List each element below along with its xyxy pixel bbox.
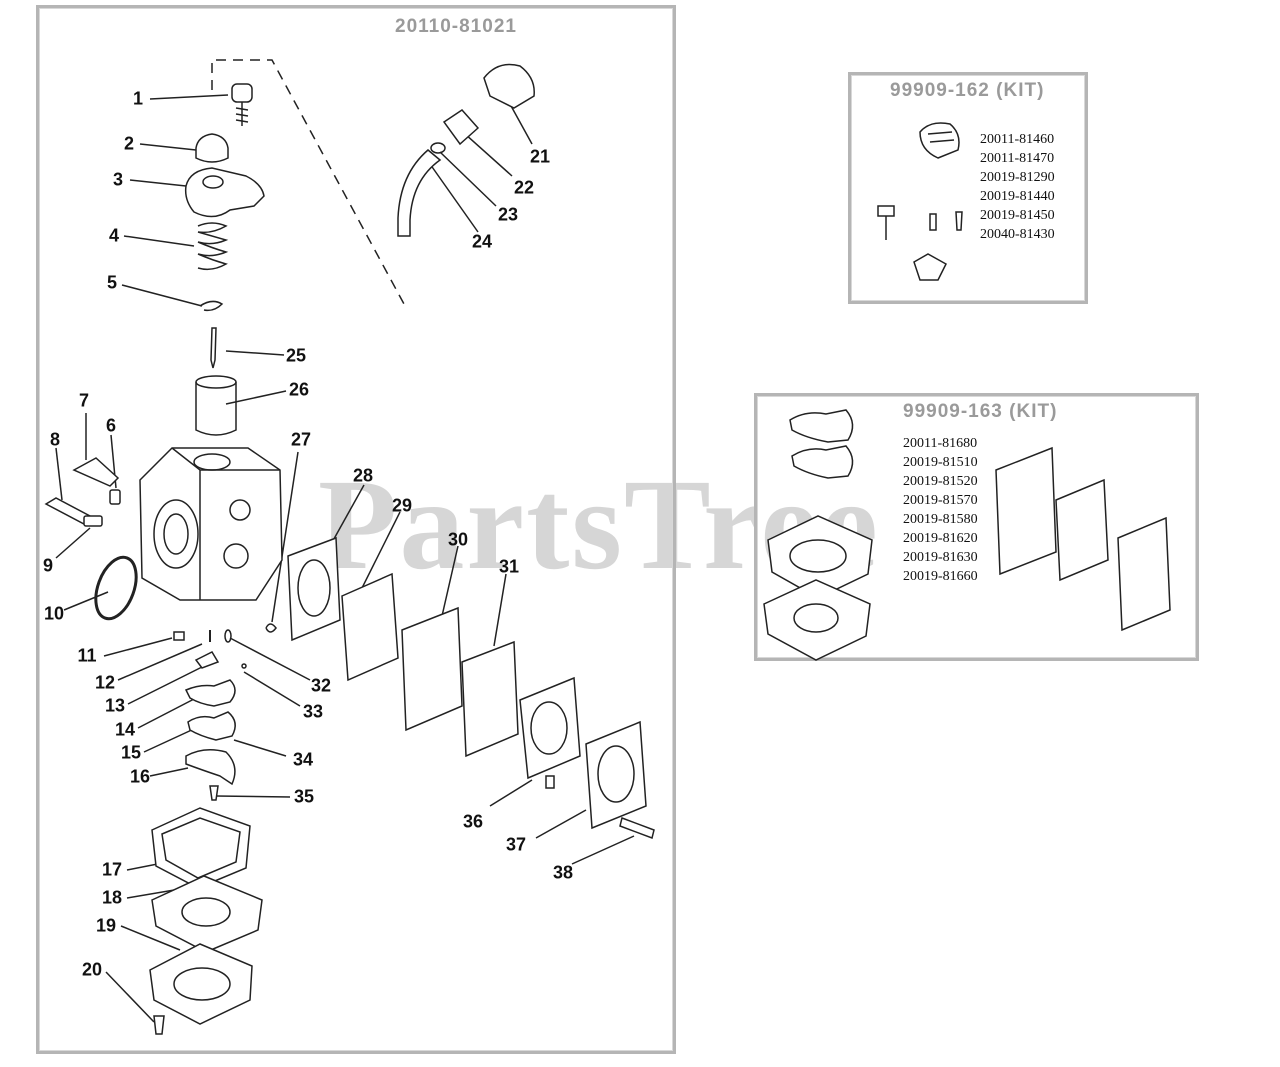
callout-26: 26 [288,379,310,400]
kit-162-part: 20040-81430 [980,227,1055,242]
kit-163-part: 20019-81660 [903,569,978,584]
callout-7: 7 [78,390,90,411]
callout-5: 5 [106,272,118,293]
callout-32: 32 [310,675,332,696]
callout-10: 10 [43,603,65,624]
kit-163-part: 20019-81630 [903,550,978,565]
callout-38: 38 [552,862,574,883]
kit-163-part: 20019-81510 [903,455,978,470]
carburetor-body-icon [139,447,283,601]
e-clip-icon [199,300,224,312]
kit-162-part: 20019-81440 [980,189,1055,204]
kit-163-title: 99909-163 (KIT) [903,401,1058,422]
callout-14: 14 [114,719,136,740]
callout-37: 37 [505,834,527,855]
cover-diaphragm-icon [149,943,253,1025]
metering-gasket-icon [461,640,519,758]
spring-icon [197,222,229,271]
callout-34: 34 [292,749,314,770]
callout-8: 8 [49,429,61,450]
callout-25: 25 [285,345,307,366]
callout-16: 16 [129,766,151,787]
callout-36: 36 [462,811,484,832]
callout-9: 9 [42,555,54,576]
screw-icon [231,83,253,126]
callout-1: 1 [132,88,144,109]
idle-adjust-screw-icon [72,457,120,487]
kit-163-part: 20019-81620 [903,531,978,546]
callout-29: 29 [391,495,413,516]
callout-27: 27 [290,429,312,450]
throttle-barrel-icon [195,375,237,436]
kit-162-part: 20019-81450 [980,208,1055,223]
callout-22: 22 [513,177,535,198]
kit-163-part: 20019-81580 [903,512,978,527]
callout-31: 31 [498,556,520,577]
screw-icon [209,785,219,801]
metering-lever-icon [194,651,220,669]
hose-fitting-icon [430,142,446,154]
small-spring-icon [109,489,121,505]
kit-163-part: 20019-81520 [903,474,978,489]
kit-163-frame [754,393,1199,661]
callout-23: 23 [497,204,519,225]
callout-24: 24 [471,231,493,252]
pump-cover-icon [585,720,647,830]
needle-valve-icon [224,629,232,643]
callout-12: 12 [94,672,116,693]
diaphragm-icon [151,875,263,953]
kit-163-components [763,409,1171,661]
callout-4: 4 [108,225,120,246]
screw-icon [619,817,655,839]
fuel-hose-icon [397,149,442,237]
filter-element-icon [442,109,480,146]
callout-35: 35 [293,786,315,807]
check-valve-plate-icon [184,679,236,707]
callout-30: 30 [447,529,469,550]
callout-28: 28 [352,465,374,486]
callout-33: 33 [302,701,324,722]
fuel-pump-plate-icon [185,749,236,786]
callout-20: 20 [81,959,103,980]
callout-11: 11 [77,645,97,666]
main-assembly-part-number: 20110-81021 [395,16,517,37]
gasket-icon [341,572,399,682]
fuel-filter-icon [483,63,535,109]
pump-body-icon [519,676,581,789]
callout-21: 21 [529,146,551,167]
callout-15: 15 [120,742,142,763]
callout-2: 2 [123,133,135,154]
throttle-lever-icon [184,167,265,218]
plug-icon [83,515,103,527]
check-valve-plate-icon [187,711,236,741]
kit-162-components [877,122,963,281]
screw-icon [153,1015,165,1035]
callout-3: 3 [112,169,124,190]
callout-17: 17 [101,859,123,880]
kit-162-frame [848,72,1088,304]
cap-icon [195,133,229,163]
pump-diaphragm-icon [401,606,463,732]
main-assembly-frame [36,5,676,1054]
callout-6: 6 [105,415,117,436]
kit-162-part: 20019-81290 [980,170,1055,185]
dashed-connection-line [211,59,405,305]
kit-162-title: 99909-162 (KIT) [890,80,1045,101]
kit-162-part: 20011-81470 [980,151,1055,166]
kit-162-part: 20011-81460 [980,132,1055,147]
retainer-clip-icon [265,623,277,633]
callout-19: 19 [95,915,117,936]
ring-gasket-icon [94,555,138,621]
callout-18: 18 [101,887,123,908]
callout-13: 13 [104,695,126,716]
gasket-icon [287,536,341,642]
ball-icon [241,663,247,669]
kit-163-part: 20011-81680 [903,436,978,451]
kit-163-part: 20019-81570 [903,493,978,508]
small-screw-icon [173,631,185,641]
needle-icon [210,327,217,369]
